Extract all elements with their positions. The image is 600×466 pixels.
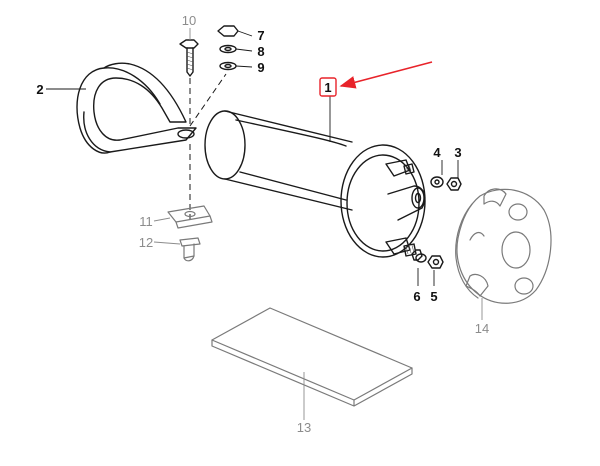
upper-terminal-hardware	[430, 176, 462, 191]
clip-nut	[167, 205, 213, 229]
nut-and-washers	[217, 25, 239, 71]
lower-terminal-hardware	[411, 249, 444, 269]
rubber-cap	[455, 188, 552, 304]
insulating-pad	[211, 307, 413, 407]
mounting-strap	[76, 62, 197, 154]
callout-10: 10	[182, 13, 196, 28]
callout-8: 8	[257, 44, 264, 59]
callout-11: 11	[139, 214, 153, 229]
callout-5: 5	[430, 289, 437, 304]
callout-1-highlight	[319, 61, 433, 97]
ignition-coil	[204, 110, 426, 258]
bolt	[179, 39, 199, 77]
callout-13: 13	[297, 420, 311, 435]
callout-9: 9	[257, 60, 264, 75]
callout-7: 7	[257, 28, 264, 43]
callout-14: 14	[475, 321, 489, 336]
callout-1: 1	[324, 80, 331, 95]
callout-4: 4	[433, 145, 441, 160]
leader-lines	[46, 28, 483, 420]
callout-6: 6	[413, 289, 420, 304]
callout-3: 3	[454, 145, 461, 160]
small-screw	[179, 237, 201, 262]
callout-2: 2	[36, 82, 43, 97]
callout-12: 12	[139, 235, 153, 250]
